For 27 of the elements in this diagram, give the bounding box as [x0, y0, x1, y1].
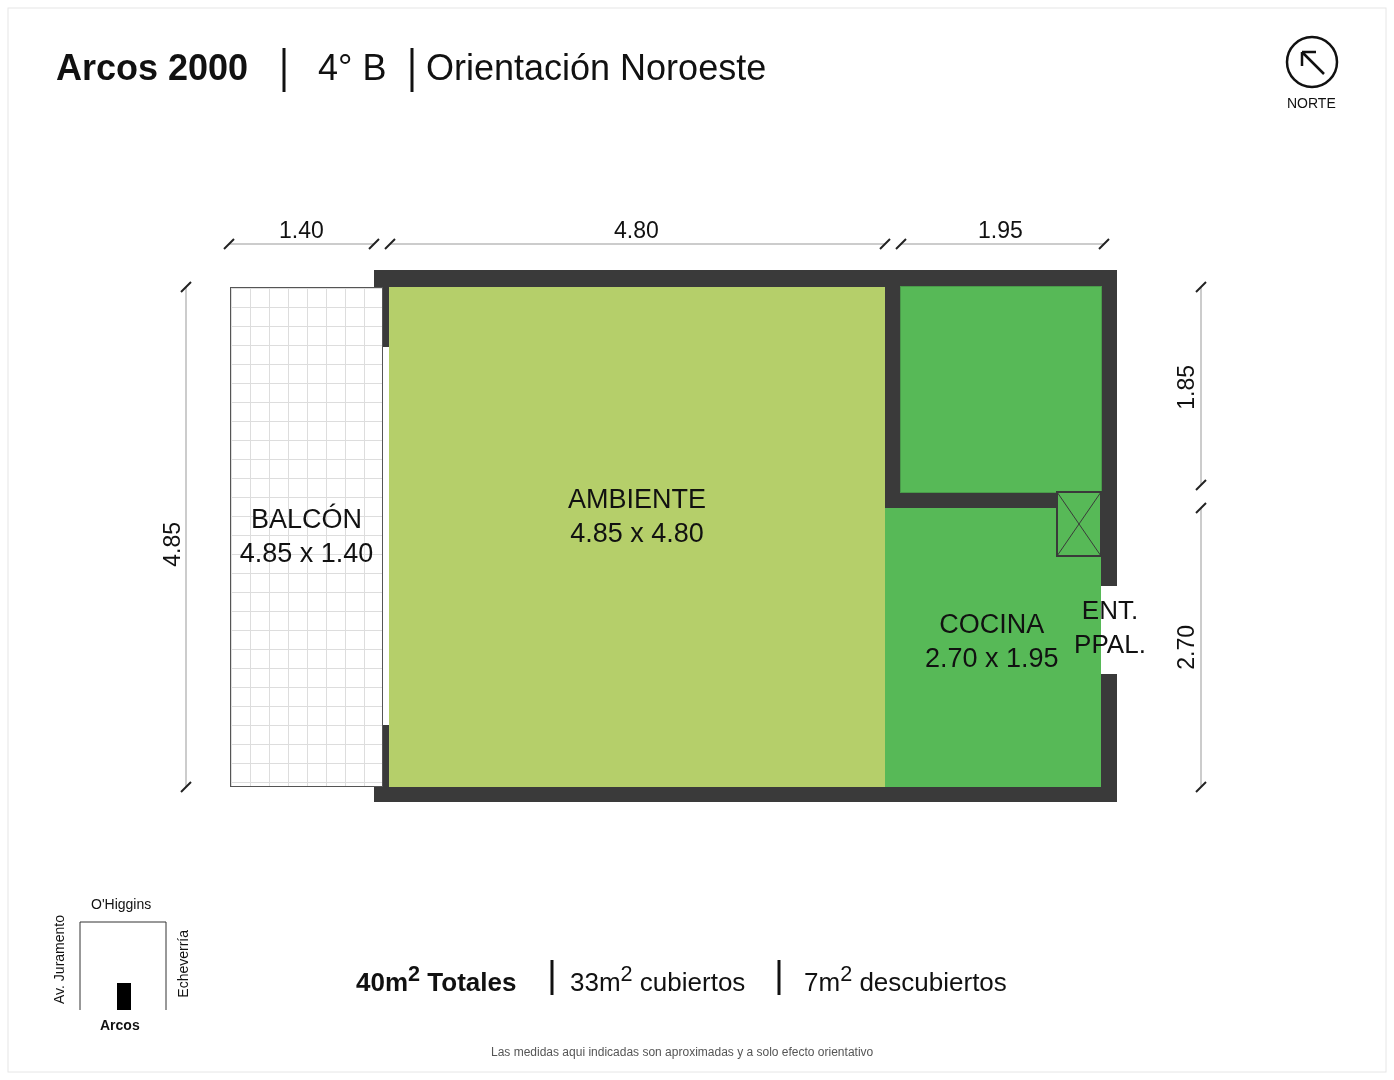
- area-total: 40m$^{2}$ Totales: [356, 962, 517, 997]
- dimension-label: 4.80: [614, 218, 659, 244]
- dimension-label: 1.40: [279, 218, 324, 244]
- street-name: Av. Juramento: [52, 915, 68, 1004]
- street-name: Arcos: [100, 1018, 140, 1034]
- orientation: Orientación Noroeste: [426, 48, 767, 88]
- street-name: O'Higgins: [91, 897, 152, 913]
- dimension-label: 4.85: [160, 522, 186, 567]
- area-uncovered: 7m$^{2}$ descubiertos: [804, 962, 1007, 997]
- title: Arcos 2000: [56, 48, 249, 88]
- area-covered: 33m$^{2}$ cubiertos: [570, 962, 746, 997]
- balcony-area: [230, 287, 383, 787]
- street-name: Echeverría: [176, 930, 192, 998]
- room-area: [389, 287, 885, 787]
- dimension-label: 1.95: [978, 218, 1023, 244]
- bathroom-area: [901, 287, 1101, 492]
- north-label: NORTE: [1287, 96, 1336, 112]
- room-dimensions: 2.70 x 1.95: [925, 641, 1059, 675]
- unit-number: 4° B: [318, 48, 387, 88]
- room-name: BALCÓN: [250, 503, 362, 537]
- dimension-label: 1.85: [1174, 365, 1200, 410]
- room-name: COCINA: [939, 608, 1045, 641]
- room-name: AMBIENTE: [568, 483, 706, 517]
- dimension-label: 2.70: [1174, 625, 1200, 670]
- disclaimer-note: Las medidas aqui indicadas son aproximadas y a solo efecto orientativo: [491, 1046, 874, 1060]
- room-dimensions: 4.85 x 4.80: [570, 517, 704, 550]
- room-dimensions: 4.85 x 1.40: [239, 537, 374, 570]
